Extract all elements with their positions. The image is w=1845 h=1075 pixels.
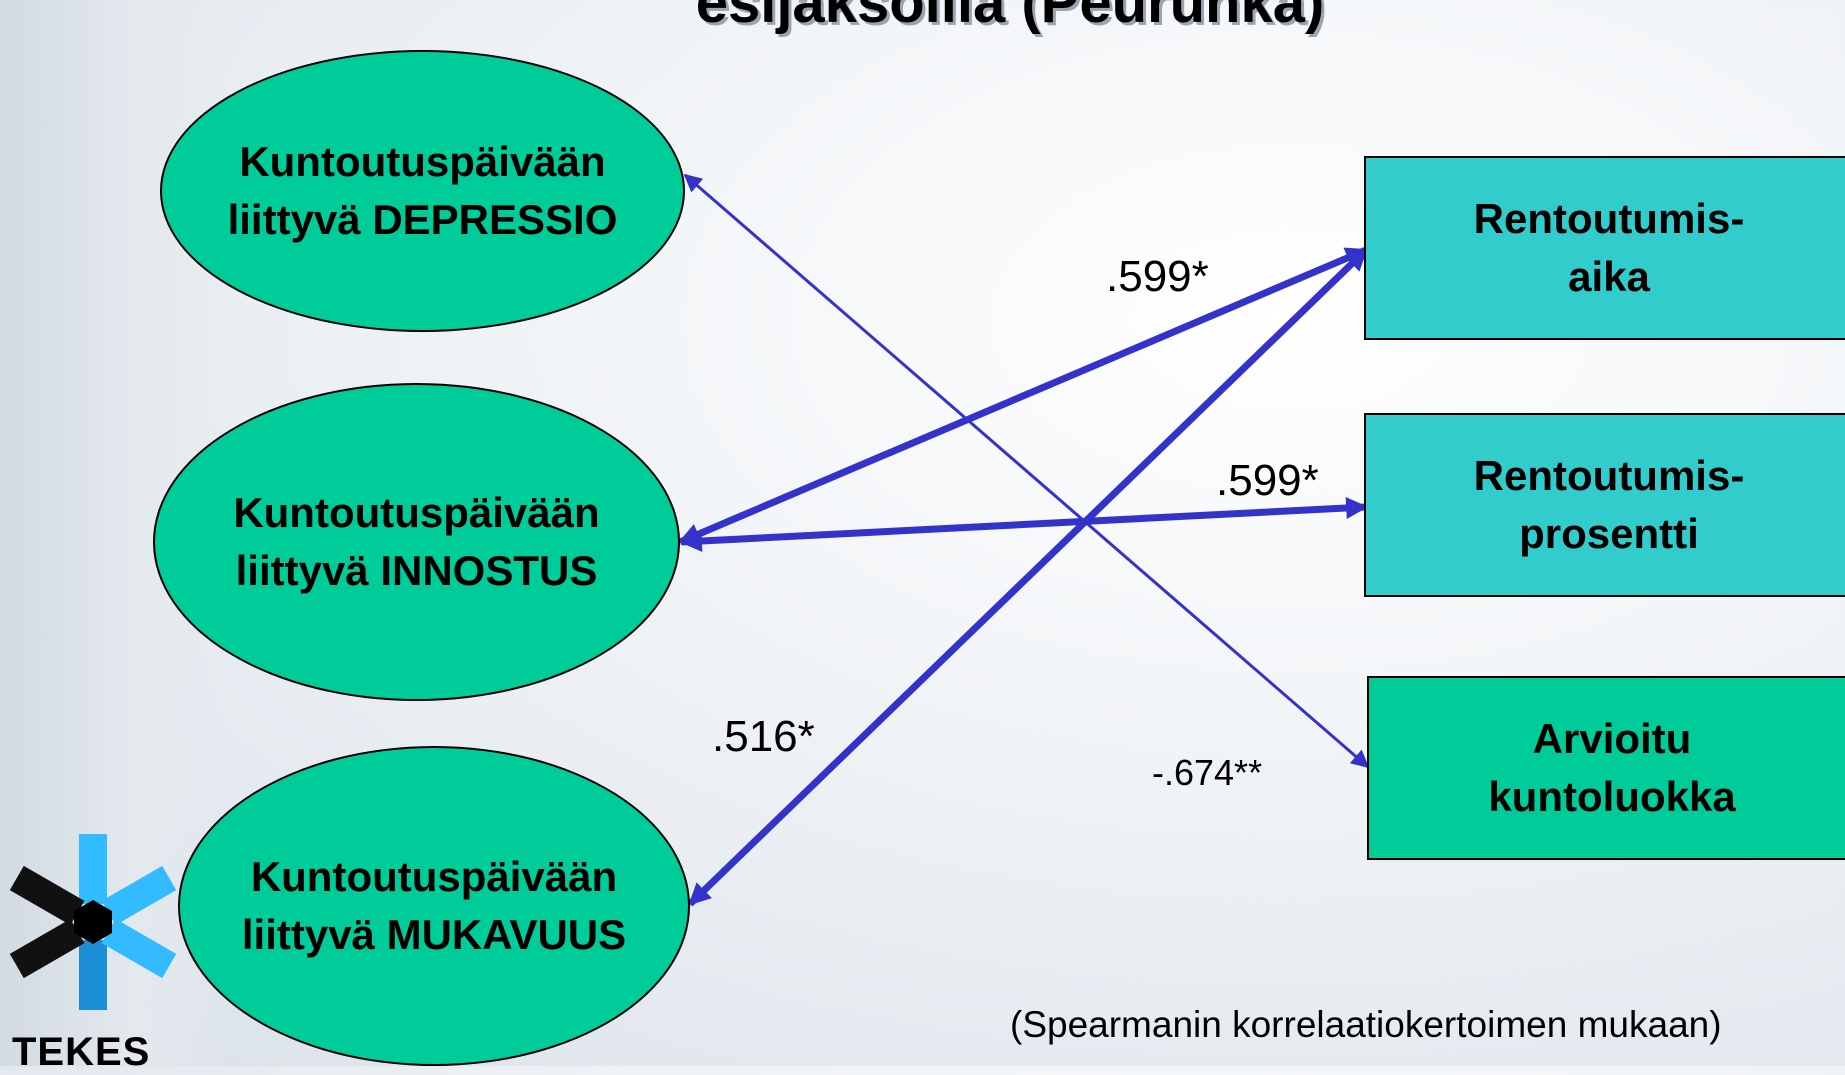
- method-note: (Spearmanin korrelaatiokertoimen mukaan): [1010, 1004, 1722, 1045]
- node-rentoutumisprosentti: Rentoutumis- prosentti: [1364, 413, 1845, 597]
- coef-mukavuus-rentoutumisaika: .516*: [712, 712, 815, 761]
- arrow-mukavuus-rentoutumisaika: [687, 247, 1369, 907]
- node-kuntoluokka: Arvioitu kuntoluokka: [1367, 676, 1845, 860]
- tekes-logo-text: TEKES: [12, 1030, 151, 1074]
- node-mukavuus: Kuntoutuspäivään liittyvä MUKAVUUS: [178, 746, 690, 1066]
- node-rentoutumisaika: Rentoutumis- aika: [1364, 156, 1845, 340]
- arrow-innostus-rentoutumisprosentti: [679, 497, 1369, 552]
- coef-innostus-rentoutumisaika: .599*: [1106, 252, 1209, 301]
- coef-depressio-kuntoluokka: -.674**: [1152, 752, 1263, 793]
- tekes-logo-icon: [9, 834, 177, 1010]
- node-innostus: Kuntoutuspäivään liittyvä INNOSTUS: [153, 383, 680, 701]
- node-depressio: Kuntoutuspäivään liittyvä DEPRESSIO: [160, 50, 685, 332]
- slide-title: esijaksoilla (Peurunka): [695, 0, 1325, 35]
- coef-innostus-rentoutumisprosentti: .599*: [1216, 456, 1319, 505]
